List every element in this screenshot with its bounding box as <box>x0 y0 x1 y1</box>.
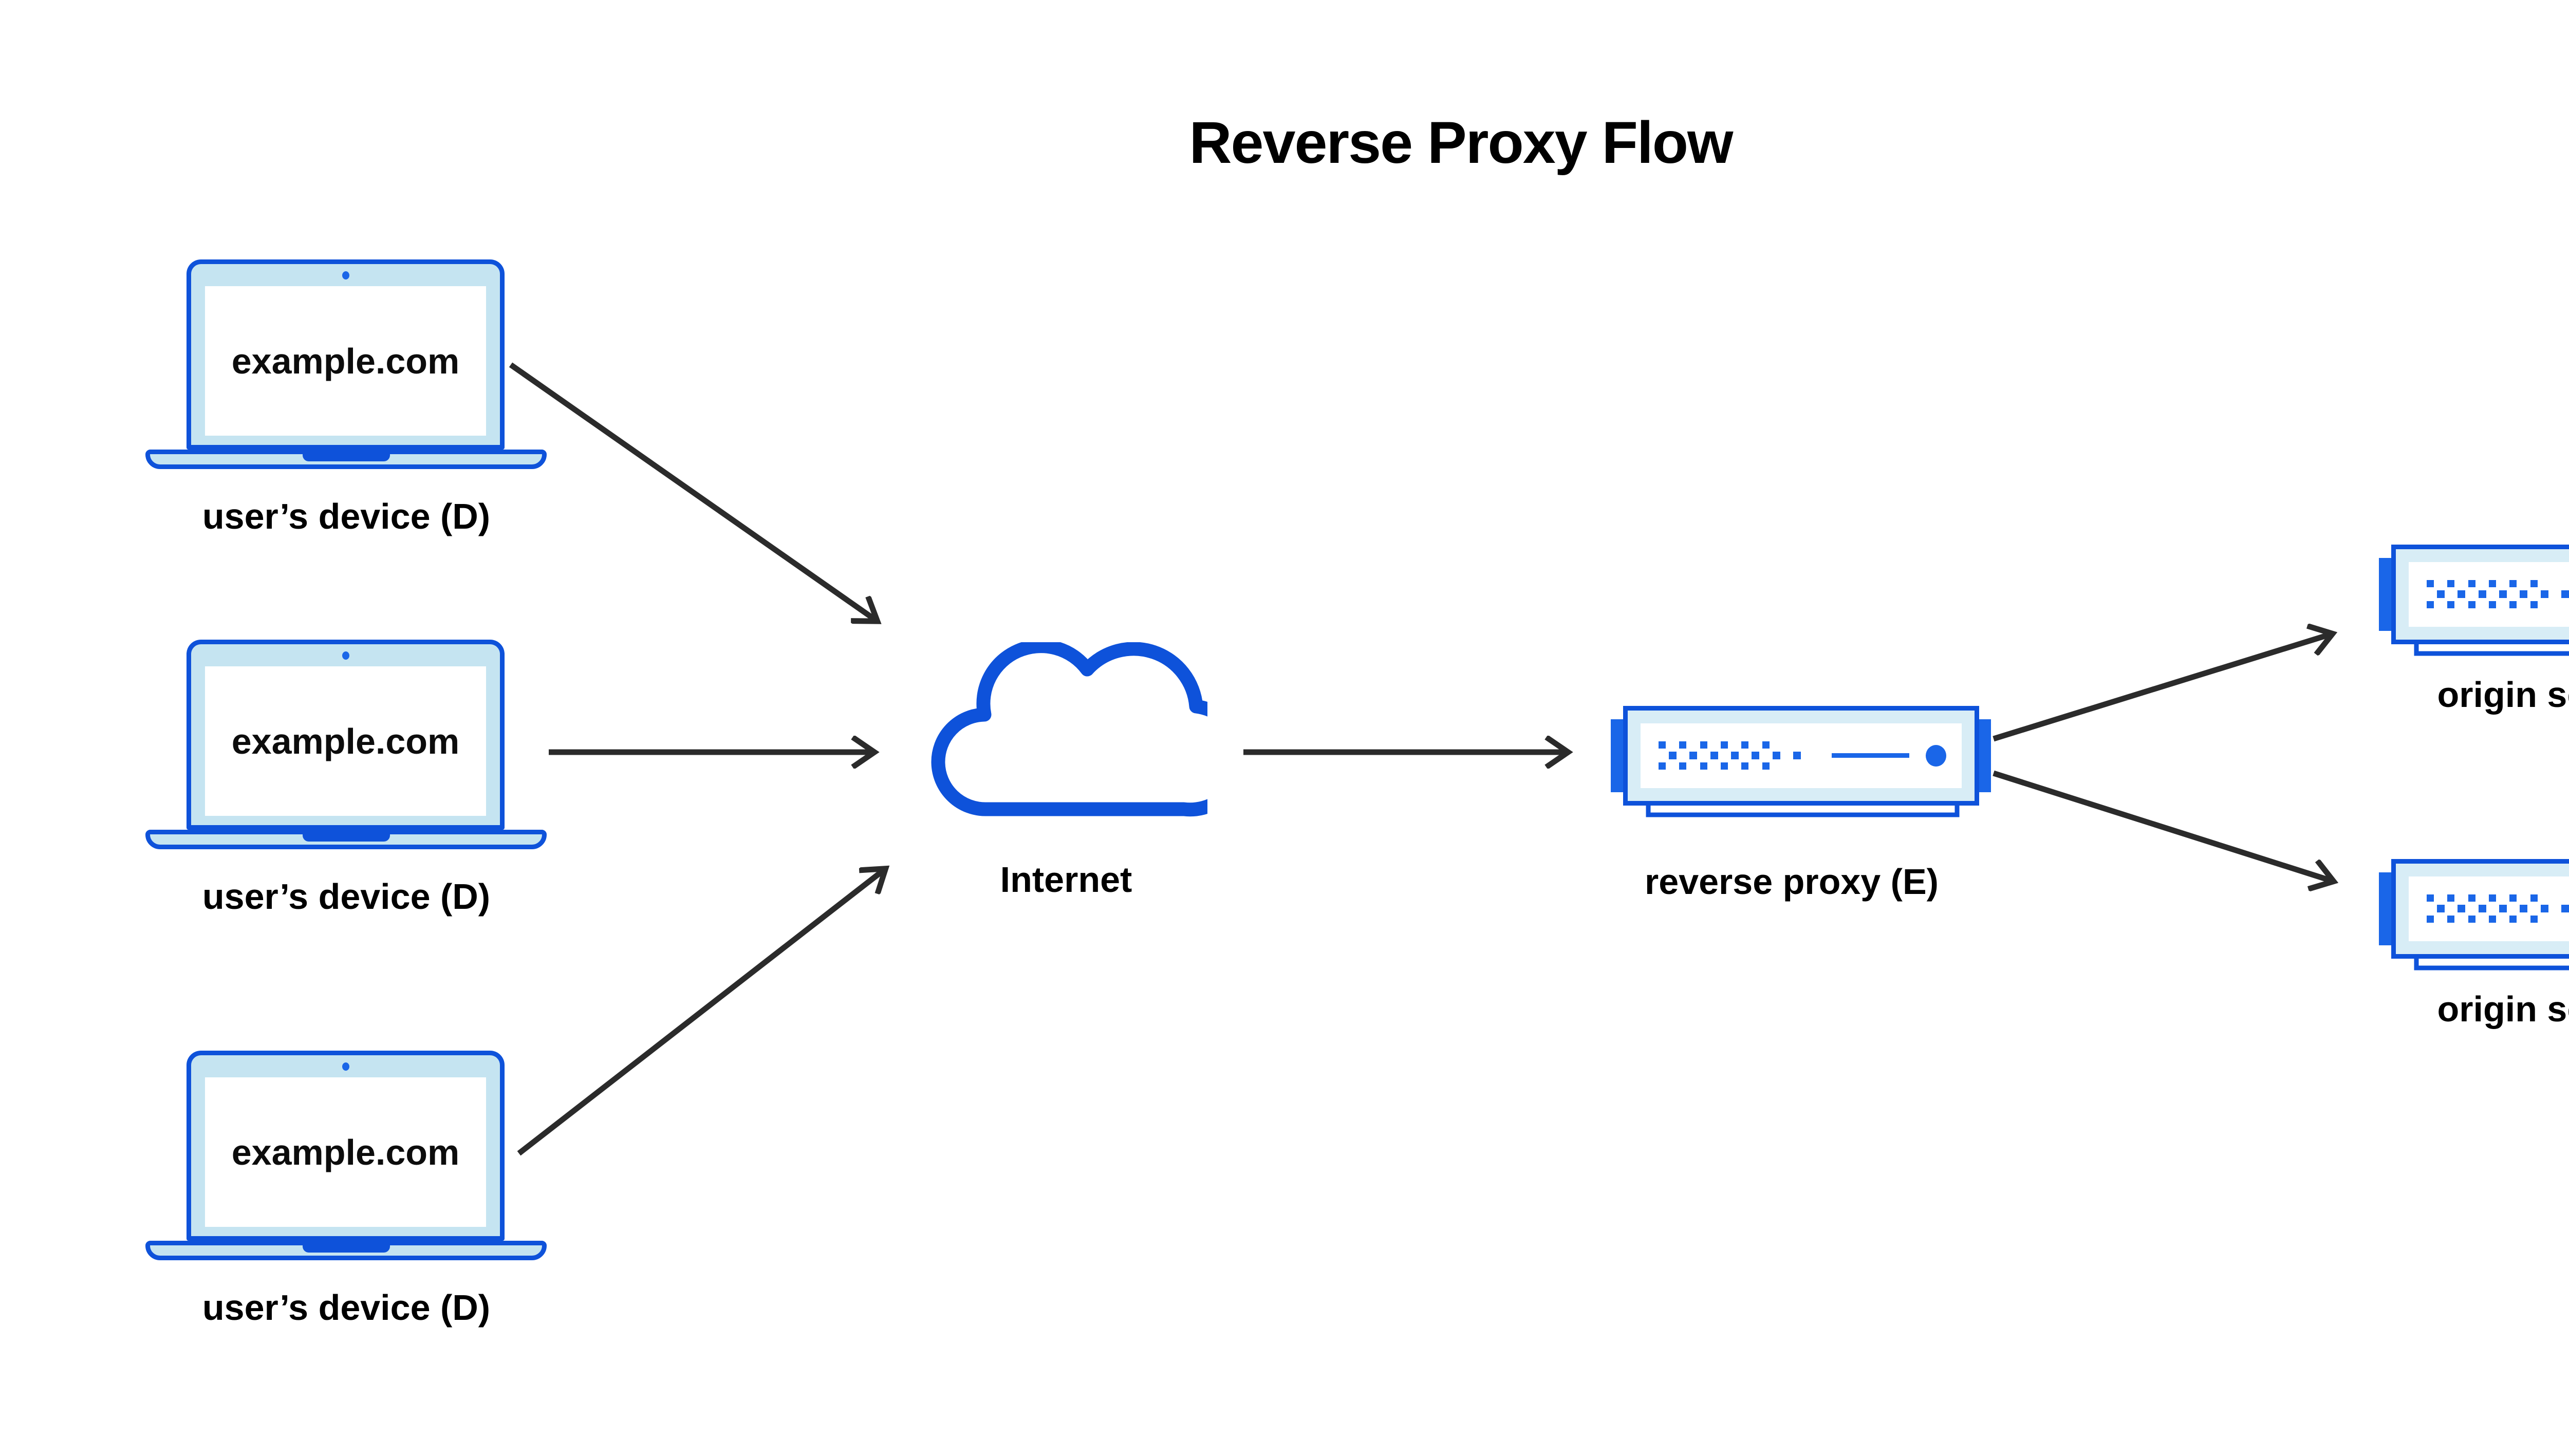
laptop-base-notch <box>302 454 390 461</box>
cloud-icon <box>931 642 1207 817</box>
internet-label: Internet <box>1000 860 1132 900</box>
webcam-dot-icon <box>342 271 349 279</box>
laptop-screen: example.com <box>187 1051 505 1241</box>
arrow-device3-to-internet <box>517 869 885 1156</box>
device3-label: user’s device (D) <box>202 1287 491 1328</box>
webcam-dot-icon <box>342 651 349 660</box>
webcam-dot-icon <box>342 1062 349 1071</box>
laptop-icon: example.com <box>145 1051 551 1282</box>
arrow-proxy-to-origin1 <box>1993 634 2332 742</box>
diagram-title: Reverse Proxy Flow <box>1189 110 1733 176</box>
arrow-proxy-to-origin2 <box>1993 770 2333 881</box>
arrow-device1-to-internet <box>509 362 877 621</box>
laptop-screen-content: example.com <box>205 666 486 816</box>
server-icon-origin-2 <box>2379 859 2569 975</box>
laptop-screen: example.com <box>187 640 505 830</box>
laptop-icon: example.com <box>145 640 551 871</box>
device-screen-url: example.com <box>231 1132 460 1172</box>
laptop-base <box>145 830 547 849</box>
device-screen-url: example.com <box>231 341 460 381</box>
origin-server2-label: origin server (F) <box>2437 989 2569 1029</box>
laptop-icon: example.com <box>145 259 551 491</box>
laptop-base-notch <box>302 834 390 842</box>
laptop-base-notch <box>302 1245 390 1253</box>
reverse-proxy-label: reverse proxy (E) <box>1645 862 1939 902</box>
laptop-screen-content: example.com <box>205 286 486 436</box>
laptop-base <box>145 1241 547 1260</box>
laptop-base <box>145 450 547 469</box>
laptop-screen: example.com <box>187 259 505 450</box>
device1-label: user’s device (D) <box>202 496 491 536</box>
device2-label: user’s device (D) <box>202 876 491 917</box>
device-screen-url: example.com <box>231 721 460 761</box>
server-icon-origin-1 <box>2379 545 2569 660</box>
server-icon-reverse-proxy <box>1611 706 1991 822</box>
laptop-screen-content: example.com <box>205 1077 486 1227</box>
origin-server1-label: origin server (F) <box>2437 675 2569 715</box>
